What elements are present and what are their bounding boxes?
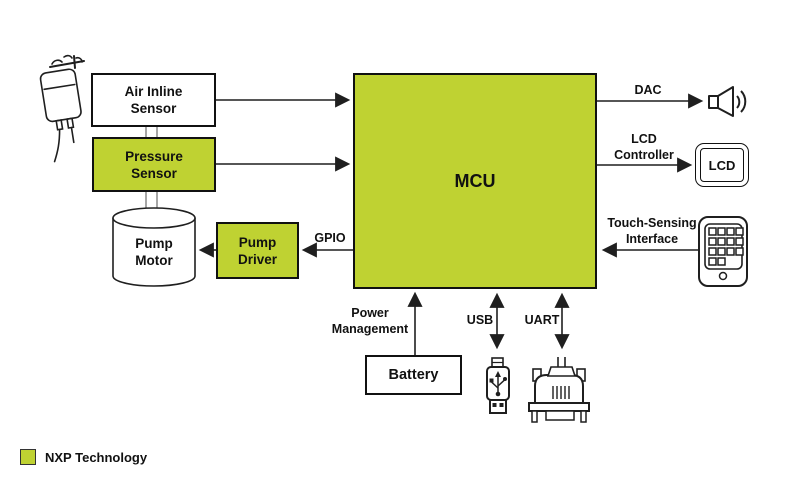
sensor-connector-lines [145,127,158,209]
touch-keypad-icon [698,216,748,287]
block-battery: Battery [365,355,462,395]
iv-bag-icon [39,54,85,163]
touch-sensing-interface-label: Touch-Sensing Interface [607,216,697,246]
block-air-inline-sensor: Air Inline Sensor [91,73,216,127]
legend-green-swatch [20,449,36,465]
lcd-screen: LCD [700,148,744,182]
pump-motor-label: Pump Motor [135,236,173,268]
block-mcu: MCU [353,73,597,289]
air-inline-sensor-label: Air Inline Sensor [124,84,183,116]
block-pressure-sensor: Pressure Sensor [92,137,216,192]
pressure-sensor-label: Pressure Sensor [125,148,183,181]
speaker-icon [708,86,747,117]
gpio-label: GPIO [314,231,346,245]
lcd-label: LCD [708,157,736,173]
uart-label: UART [524,313,560,327]
battery-label: Battery [388,366,439,383]
legend-label: NXP Technology [45,449,148,465]
usb-label: USB [466,313,494,327]
legend: NXP Technology [20,449,147,465]
block-lcd: LCD [695,143,749,187]
dac-label: DAC [634,83,662,97]
mcu-label: MCU [454,170,496,191]
block-pump-driver: Pump Driver [216,222,299,279]
signal-arrows [198,92,704,355]
usb-connector-icon [486,357,510,414]
pump-motor-cylinder [112,207,196,287]
lcd-controller-label: LCD Controller [614,132,674,162]
uart-connector-icon [528,357,590,423]
power-management-label: Power Management [331,306,409,336]
pump-driver-label: Pump Driver [237,234,278,267]
